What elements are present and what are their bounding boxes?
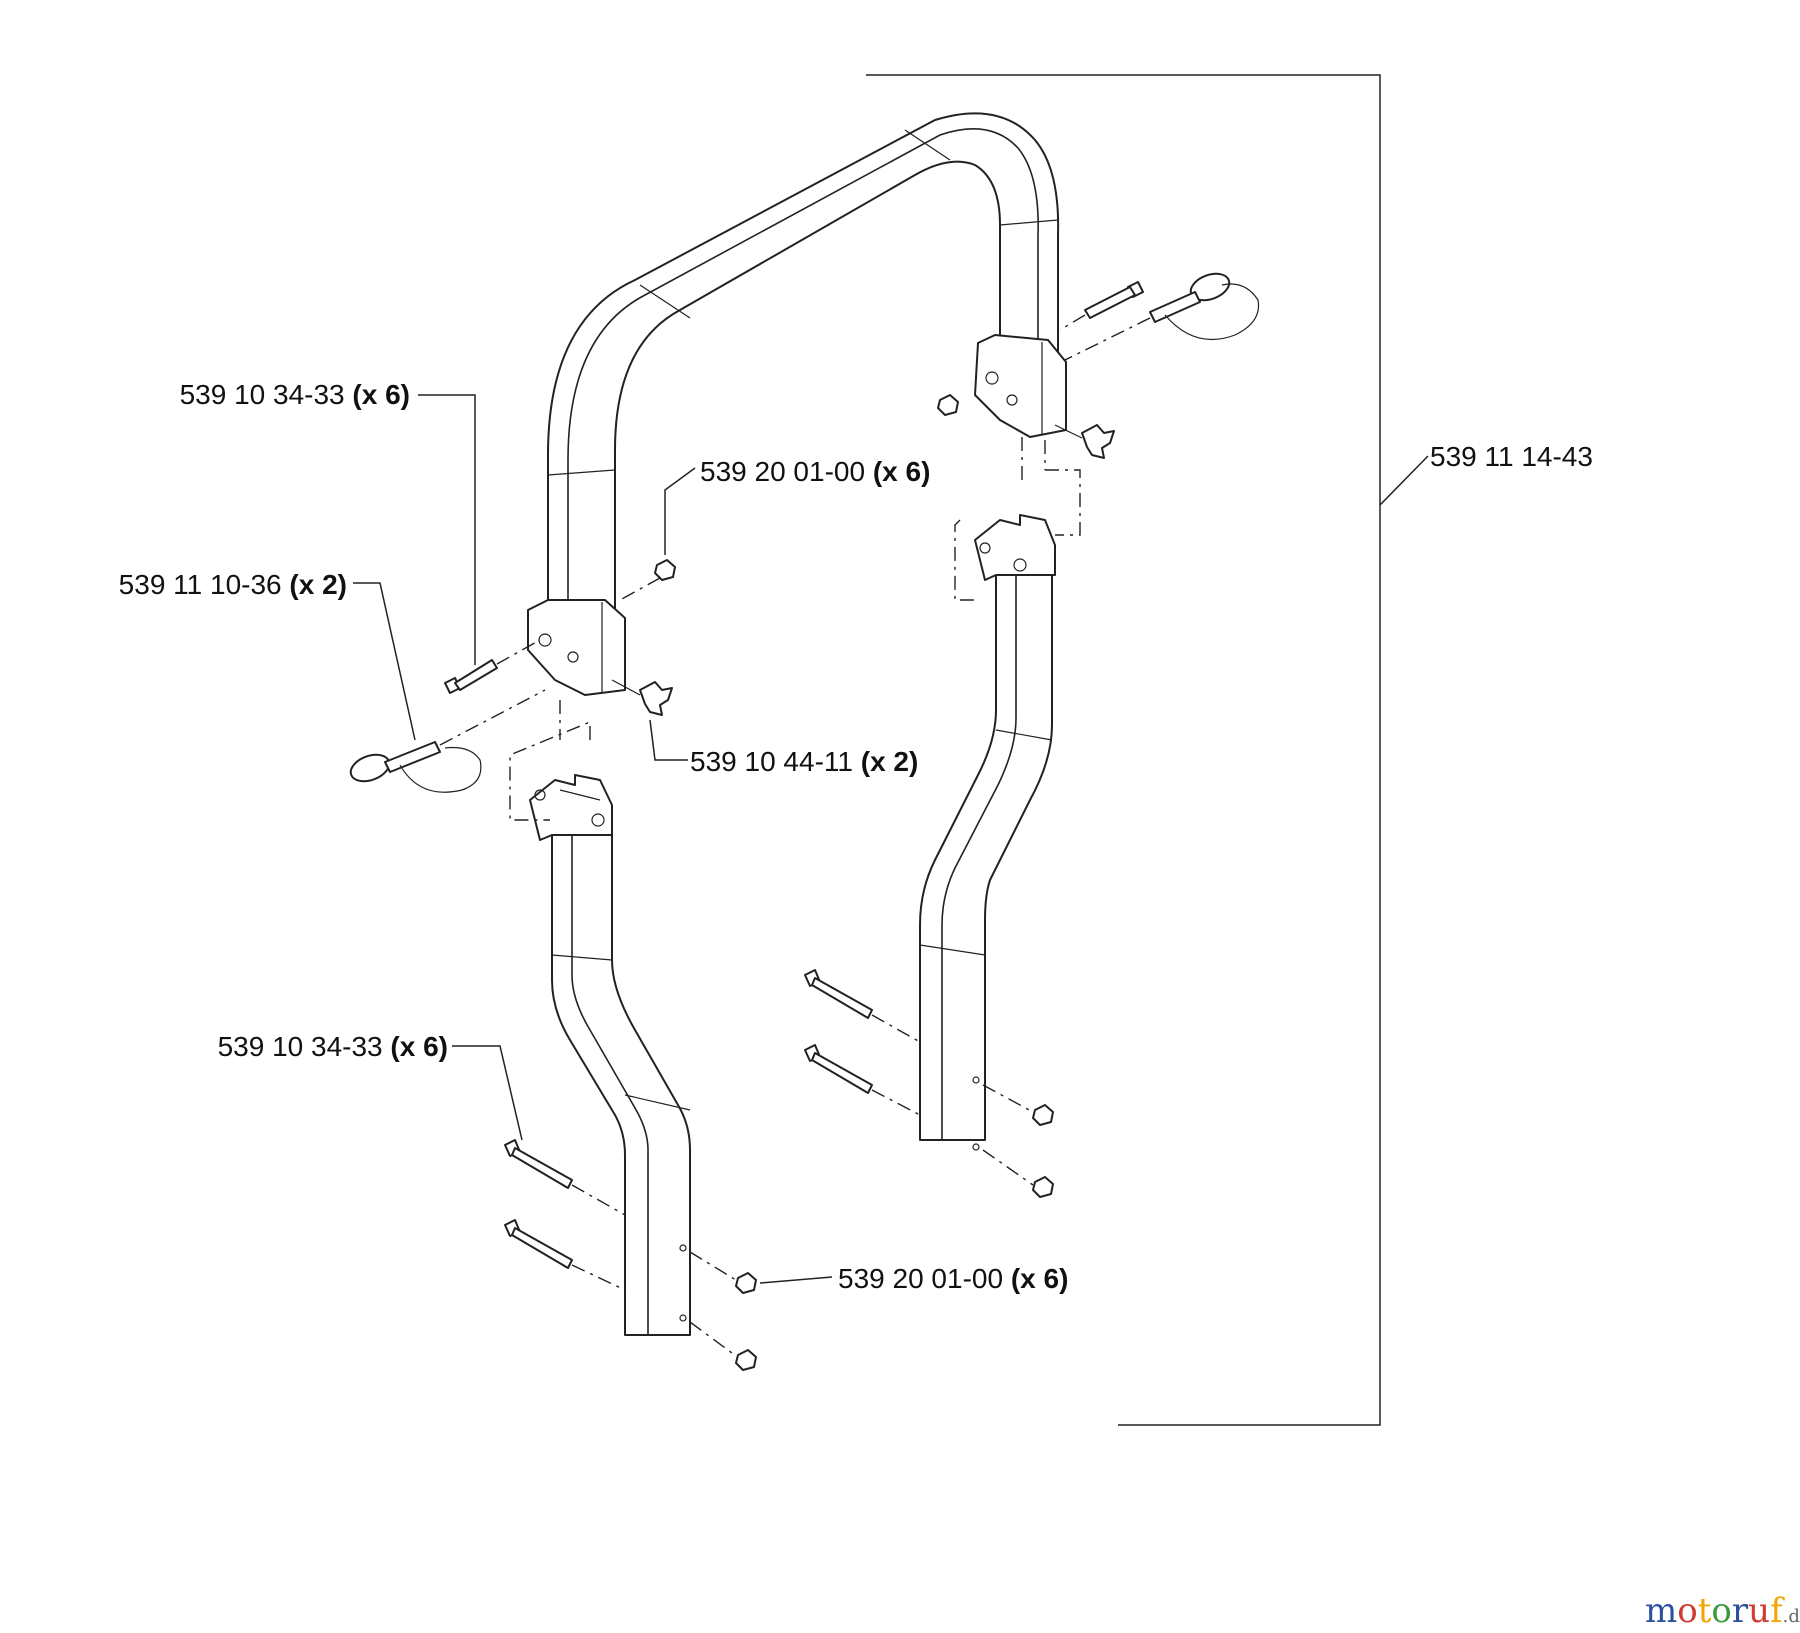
watermark-letter: t (1698, 1591, 1712, 1631)
quantity: (x 6) (352, 379, 410, 410)
nut-group (619, 394, 1054, 1371)
nut-lower-right-b (1032, 1176, 1054, 1198)
callout-bolt-bottom: 539 10 34-33 (x 6) (218, 1031, 448, 1062)
knob-right (1054, 424, 1115, 459)
part-number: 539 20 01-00 (838, 1263, 1003, 1294)
quantity: (x 2) (861, 746, 919, 777)
callout-knob: 539 10 44-11 (x 2) (690, 746, 918, 777)
callout-pin: 539 11 10-36 (x 2) (119, 569, 347, 600)
callout-nut-bottom: 539 20 01-00 (x 6) (838, 1263, 1068, 1294)
part-number: 539 10 34-33 (180, 379, 345, 410)
hitch-pin-left (349, 689, 546, 793)
quantity: (x 6) (873, 456, 931, 487)
part-number: 539 11 10-36 (119, 569, 282, 600)
callout-assembly: 539 11 14-43 (1430, 441, 1593, 472)
assembly-bracket (866, 74, 1429, 1426)
watermark-letter: u (1748, 1591, 1770, 1631)
bolt-lower-left-b (504, 1219, 626, 1291)
nut-top (654, 559, 676, 581)
upper-hoop (527, 112, 1067, 696)
watermark-suffix: .de (1783, 1606, 1800, 1627)
callout-labels: 539 10 34-33 (x 6) 539 20 01-00 (x 6) 53… (119, 379, 1593, 1294)
nut-top-right (937, 394, 959, 416)
bolt-group (444, 281, 1144, 1291)
bolt-top-right (1059, 281, 1144, 331)
callout-bolt-top: 539 10 34-33 (x 6) (180, 379, 410, 410)
watermark-logo: motoruf.de (1645, 1591, 1800, 1631)
right-lower-leg (919, 514, 1056, 1151)
nut-lower-right-a (1032, 1104, 1054, 1126)
bolt-lower-right-a (804, 969, 921, 1043)
quantity: (x 6) (390, 1031, 448, 1062)
svg-text:motoruf.de: motoruf.de (1645, 1591, 1800, 1631)
watermark-text: motoruf (1645, 1591, 1785, 1631)
part-number: 539 10 44-11 (690, 746, 853, 777)
bolt-top-left (444, 639, 541, 694)
quantity: (x 2) (289, 569, 347, 600)
callout-nut-top: 539 20 01-00 (x 6) (700, 456, 930, 487)
hitch-pin-right (1064, 272, 1260, 361)
nut-lower-left-b (735, 1349, 757, 1371)
watermark-letter: f (1770, 1591, 1785, 1631)
nut-lower-left-a (735, 1272, 757, 1294)
watermark-letter: r (1732, 1591, 1749, 1631)
watermark-letter: o (1677, 1591, 1697, 1631)
part-number: 539 20 01-00 (700, 456, 865, 487)
watermark-letter: m (1645, 1591, 1677, 1631)
quantity: (x 6) (1011, 1263, 1069, 1294)
knob-left (611, 679, 673, 716)
left-lower-leg (529, 774, 691, 1336)
part-number: 539 10 34-33 (218, 1031, 383, 1062)
leader-lines (353, 394, 833, 1284)
watermark-letter: o (1711, 1591, 1731, 1631)
alignment-guides (509, 437, 1081, 821)
bolt-lower-left-a (504, 1139, 626, 1216)
bolt-lower-right-b (804, 1044, 921, 1116)
